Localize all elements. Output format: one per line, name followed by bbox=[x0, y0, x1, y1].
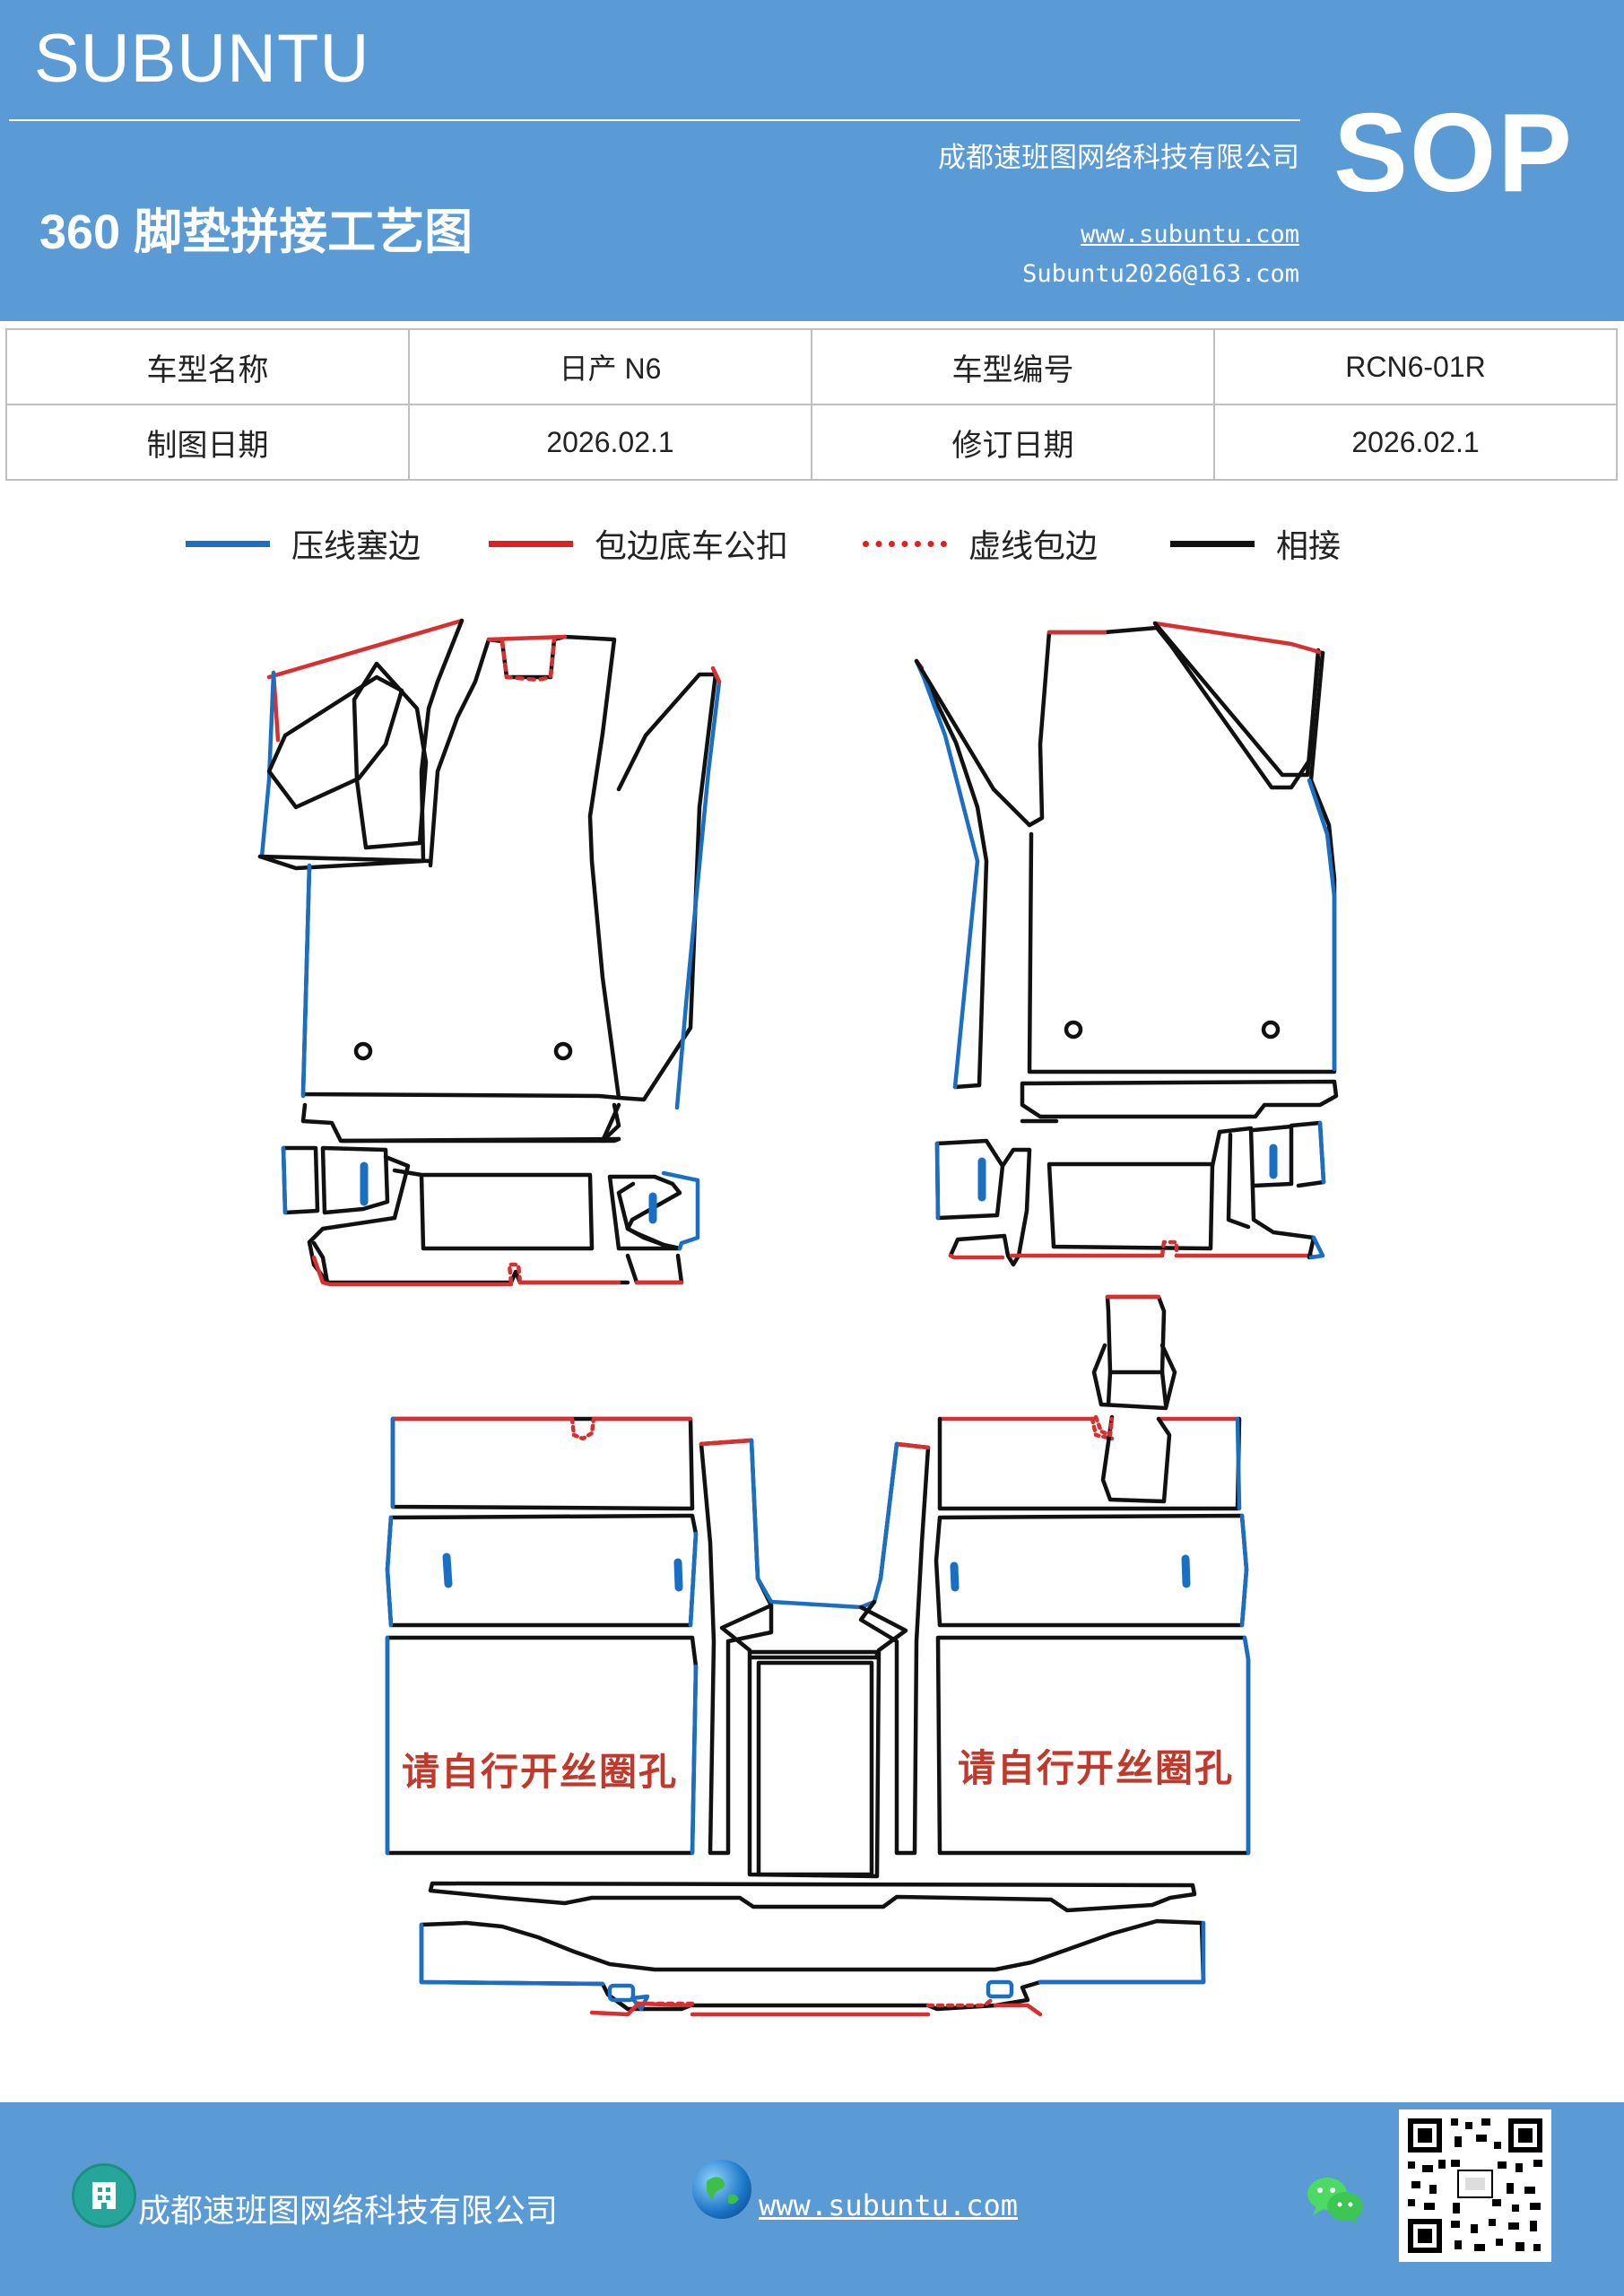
header-banner: SUBUNTU 成都速班图网络科技有限公司 360 脚垫拼接工艺图 www.su… bbox=[0, 0, 1624, 321]
legend-item-press-line: 压线塞边 bbox=[186, 520, 421, 567]
table-row: 车型名称 日产 N6 车型编号 RCN6-01R bbox=[5, 328, 1618, 405]
mat-pieces-svg bbox=[257, 618, 1339, 2017]
legend-item-edge-buckle: 包边底车公扣 bbox=[489, 520, 788, 567]
rear-mats bbox=[385, 1294, 1251, 2017]
front-left-mat bbox=[257, 618, 722, 1287]
legend: 压线塞边 包边底车公扣 虚线包边 相接 bbox=[0, 520, 1624, 574]
table-row: 制图日期 2026.02.1 修订日期 2026.02.1 bbox=[5, 404, 1618, 481]
vehicle-info-table: 车型名称 日产 N6 车型编号 RCN6-01R 制图日期 2026.02.1 … bbox=[5, 328, 1618, 481]
globe-icon bbox=[692, 2160, 751, 2219]
model-name-value: 日产 N6 bbox=[408, 328, 812, 405]
draw-date-label: 制图日期 bbox=[5, 404, 410, 481]
floor-mat-diagram: 请自行开丝圈孔 请自行开丝圈孔 bbox=[0, 592, 1624, 2081]
legend-swatch bbox=[489, 540, 573, 547]
building-icon bbox=[72, 2163, 136, 2228]
wechat-icon[interactable] bbox=[1304, 2170, 1367, 2228]
footer-website-link[interactable]: www.subuntu.com bbox=[759, 2188, 1018, 2222]
footer-company-name: 成都速班图网络科技有限公司 bbox=[138, 2193, 559, 2230]
sop-badge: SOP bbox=[1333, 91, 1574, 215]
legend-label: 相接 bbox=[1276, 528, 1342, 565]
header-divider bbox=[9, 119, 1300, 121]
legend-swatch bbox=[863, 540, 947, 547]
footer-banner: 成都速班图网络科技有限公司 www.subuntu.com bbox=[0, 2102, 1624, 2296]
model-name-label: 车型名称 bbox=[5, 328, 410, 405]
legend-item-joint: 相接 bbox=[1170, 520, 1341, 567]
page-title: 360 脚垫拼接工艺图 bbox=[39, 205, 473, 259]
model-code-value: RCN6-01R bbox=[1213, 328, 1618, 405]
note-right: 请自行开丝圈孔 bbox=[958, 1747, 1235, 1789]
qr-code-icon bbox=[1399, 2109, 1551, 2262]
legend-swatch bbox=[1170, 540, 1255, 547]
legend-item-dotted-edge: 虚线包边 bbox=[863, 520, 1098, 567]
legend-label: 包边底车公扣 bbox=[595, 528, 789, 565]
legend-label: 压线塞边 bbox=[291, 528, 421, 565]
company-name: 成都速班图网络科技有限公司 bbox=[938, 142, 1299, 174]
legend-label: 虚线包边 bbox=[968, 528, 1099, 565]
website-link[interactable]: www.subuntu.com bbox=[1081, 221, 1299, 248]
front-right-mat bbox=[914, 621, 1339, 1267]
note-left: 请自行开丝圈孔 bbox=[402, 1751, 679, 1793]
revise-date-value: 2026.02.1 bbox=[1213, 404, 1618, 481]
brand-logo: SUBUNTU bbox=[34, 21, 370, 97]
email-address[interactable]: Subuntu2026@163.com bbox=[1022, 260, 1299, 288]
revise-date-label: 修订日期 bbox=[811, 404, 1215, 481]
draw-date-value: 2026.02.1 bbox=[408, 404, 812, 481]
model-code-label: 车型编号 bbox=[811, 328, 1215, 405]
legend-swatch bbox=[186, 540, 270, 547]
